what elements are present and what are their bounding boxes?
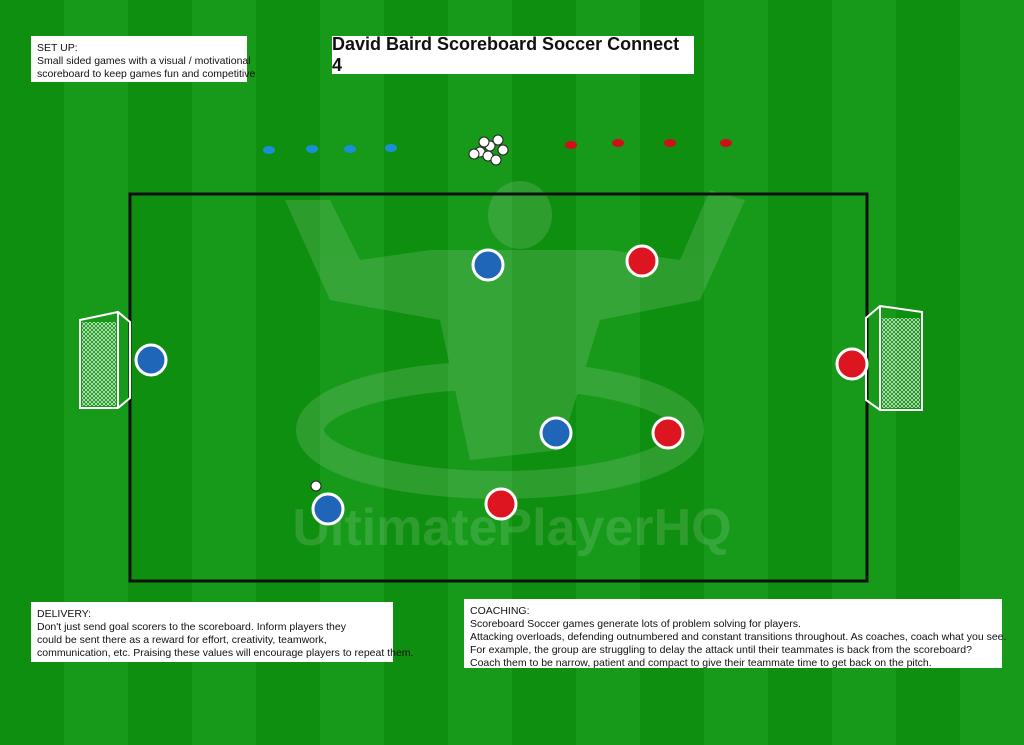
delivery-box: DELIVERY: Don't just send goal scorers t… <box>31 602 414 662</box>
setup-line: Small sided games with a visual / motiva… <box>37 55 251 67</box>
coaching-line: Scoreboard Soccer games generate lots of… <box>470 618 801 630</box>
setup-box: SET UP: Small sided games with a visual … <box>31 36 256 82</box>
cone <box>306 145 318 153</box>
delivery-line: could be sent there as a reward for effo… <box>37 634 327 646</box>
delivery-heading: DELIVERY: <box>37 608 92 620</box>
blue-player <box>539 416 573 450</box>
coaching-line: For example, the group are struggling to… <box>470 644 972 656</box>
page-title: David Baird Scoreboard Soccer Connect 4 <box>332 34 694 75</box>
right-goal <box>865 304 923 411</box>
ball <box>310 480 322 492</box>
coaching-line: Coach them to be narrow, patient and com… <box>470 657 932 669</box>
cone <box>385 144 397 152</box>
blue-player <box>311 492 345 526</box>
left-goal <box>79 310 131 409</box>
delivery-line: communication, etc. Praising these value… <box>37 647 414 659</box>
coaching-box: COACHING: Scoreboard Soccer games genera… <box>464 599 1007 669</box>
cone <box>565 141 577 149</box>
cone <box>720 139 732 147</box>
cone <box>664 139 676 147</box>
delivery-line: Don't just send goal scorers to the scor… <box>37 621 346 633</box>
red-player <box>484 487 518 521</box>
red-player <box>625 244 659 278</box>
coaching-heading: COACHING: <box>470 605 530 617</box>
cone <box>263 146 275 154</box>
blue-player <box>471 248 505 282</box>
cone <box>612 139 624 147</box>
ball-pile <box>468 134 509 166</box>
coaching-line: Attacking overloads, defending outnumber… <box>470 631 1007 643</box>
blue-player <box>134 343 168 377</box>
red-player <box>651 416 685 450</box>
cone <box>344 145 356 153</box>
setup-heading: SET UP: <box>37 42 78 54</box>
setup-line: scoreboard to keep games fun and competi… <box>37 68 256 80</box>
red-player <box>835 347 869 381</box>
